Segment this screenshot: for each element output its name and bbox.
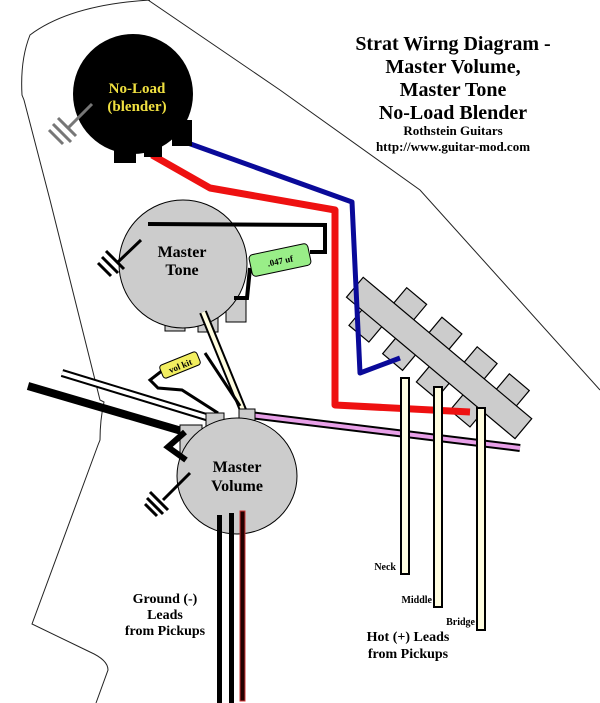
ground-label-line2: Leads <box>147 608 183 623</box>
ground-lead <box>239 510 246 702</box>
blender-label-line1: No-Load <box>109 81 166 97</box>
bridge-label: Bridge <box>446 617 475 628</box>
ground-symbol-icon <box>96 238 143 278</box>
white-input-wire <box>60 369 218 424</box>
red-wire <box>150 151 471 416</box>
hot-label-line1: Hot (+) Leads <box>367 630 450 645</box>
blender-label-line2: (blender) <box>107 99 166 115</box>
title-line4: No-Load Blender <box>379 102 527 124</box>
hot-leads <box>400 377 486 631</box>
website-url: http://www.guitar-mod.com <box>376 139 530 154</box>
pink-output-wire <box>241 410 521 452</box>
title-line2: Master Volume, <box>385 56 520 78</box>
ground-symbol-icon <box>143 471 192 518</box>
title-line1: Strat Wirng Diagram - <box>355 33 550 55</box>
pickguard-outline <box>21 0 600 703</box>
tone-label-line1: Master <box>158 244 207 261</box>
tone-pot: Master Tone <box>118 199 248 333</box>
vol-kit-lead <box>147 368 219 415</box>
hot-leads-label: Hot (+) Leads from Pickups <box>367 630 450 662</box>
ground-symbol-icon <box>47 102 94 146</box>
volume-pot: Master Volume <box>176 408 298 535</box>
ground-leads <box>217 510 246 703</box>
ground-label-line3: from Pickups <box>125 624 206 639</box>
volume-label-line1: Master <box>213 459 262 476</box>
title-line3: Master Tone <box>400 79 507 101</box>
black-input-wire <box>26 382 187 436</box>
ground-lead <box>217 515 222 703</box>
tone-label-line2: Tone <box>165 262 198 279</box>
blue-wire <box>184 139 401 376</box>
company-name: Rothstein Guitars <box>403 123 502 138</box>
neck-label: Neck <box>374 562 396 573</box>
neck-hot-lead <box>400 377 410 575</box>
input-jumper <box>163 429 188 463</box>
title-block: Strat Wirng Diagram - Master Volume, Mas… <box>355 33 550 154</box>
blender-pot: No-Load (blender) <box>73 34 193 163</box>
capacitor: .047 uf <box>248 243 312 277</box>
middle-hot-lead <box>433 386 443 608</box>
ground-leads-label: Ground (-) Leads from Pickups <box>125 592 206 639</box>
vol-kit: vol kit <box>159 351 201 379</box>
cap-lead <box>234 267 252 300</box>
volume-label-line2: Volume <box>211 478 263 495</box>
middle-label: Middle <box>401 595 432 606</box>
ground-label-line1: Ground (-) <box>133 592 198 607</box>
tone-wire <box>147 222 327 254</box>
ground-lead <box>229 513 234 703</box>
vol-kit-lead <box>203 352 242 407</box>
hot-label-line2: from Pickups <box>368 647 449 662</box>
tone-to-volume-wire <box>199 310 247 412</box>
bridge-hot-lead <box>476 407 486 631</box>
